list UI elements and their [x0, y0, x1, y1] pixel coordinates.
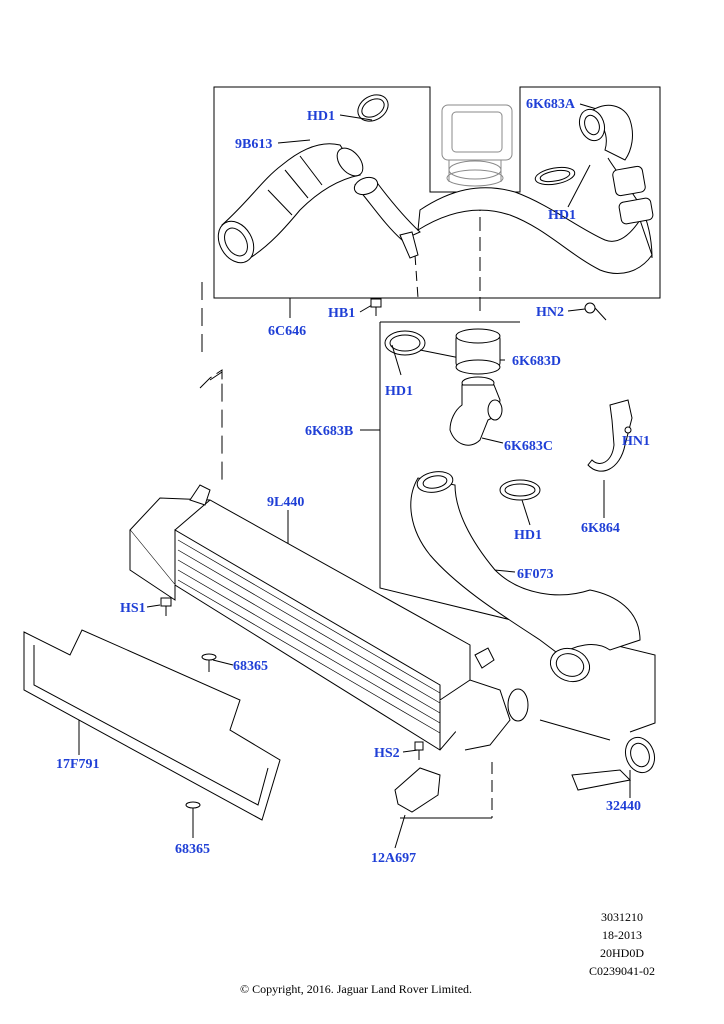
- diagram-code-4: C0239041-02: [589, 964, 655, 978]
- clip-68365-top: [201, 653, 217, 672]
- pipe-6k683a: [417, 157, 654, 274]
- clamp-hd1-lower: [499, 479, 541, 501]
- label-hs2: HS2: [374, 746, 400, 761]
- assembly-dashed-line-left: [201, 282, 223, 480]
- diagram-code-3: 20HD0D: [600, 946, 644, 960]
- bolt-hb1: [370, 298, 382, 316]
- elbow-6k683a: [578, 104, 633, 161]
- connector-pipe: [353, 176, 421, 259]
- label-9b613: 9B613: [235, 137, 272, 152]
- label-6k683a: 6K683A: [526, 97, 576, 112]
- label-hs1: HS1: [120, 601, 146, 616]
- label-68365-top: 68365: [233, 659, 268, 674]
- pipe-32440: [539, 719, 656, 791]
- label-hn2: HN2: [536, 305, 564, 320]
- label-hd1-lower: HD1: [514, 528, 542, 543]
- label-6k683b: 6K683B: [305, 424, 353, 439]
- label-6k864: 6K864: [581, 521, 620, 536]
- hose-6f073: [410, 471, 641, 683]
- label-hb1: HB1: [328, 306, 355, 321]
- clip-68365-bottom: [185, 801, 201, 818]
- elbow-6k683c: [449, 376, 503, 446]
- shield-17f791: [23, 629, 281, 821]
- copyright-notice: © Copyright, 2016. Jaguar Land Rover Lim…: [239, 982, 473, 996]
- upper-hose-group-frame: [213, 86, 661, 299]
- bolt-hs1: [160, 597, 172, 616]
- bolt-hs2: [414, 741, 424, 760]
- label-6k683c: 6K683C: [504, 439, 553, 454]
- bracket-6k864: [587, 399, 633, 472]
- label-68365-bottom: 68365: [175, 842, 210, 857]
- label-hd1-top: HD1: [307, 109, 335, 124]
- label-hn1: HN1: [622, 434, 650, 449]
- throttle-body-illustration: [441, 104, 513, 187]
- intercooler-9l440: [129, 484, 529, 751]
- label-6k683d: 6K683D: [512, 354, 561, 369]
- adapter-6k683d: [455, 328, 501, 375]
- label-6c646: 6C646: [268, 324, 306, 339]
- clamp-hd1-top: [357, 94, 389, 122]
- hose-9b613: [217, 143, 364, 264]
- label-9l440: 9L440: [267, 495, 304, 510]
- label-hd1-right: HD1: [548, 208, 576, 223]
- lower-hose-group-frame: [379, 322, 656, 733]
- label-12a697: 12A697: [371, 851, 416, 866]
- clamp-hd1-right: [534, 166, 576, 186]
- diagram-code-2: 18-2013: [602, 928, 642, 942]
- label-hd1-mid: HD1: [385, 384, 413, 399]
- bracket-12a697: [394, 767, 441, 813]
- label-32440: 32440: [606, 799, 641, 814]
- nut-hn2: [584, 302, 607, 321]
- diagram-code-1: 3031210: [601, 910, 643, 924]
- label-6f073: 6F073: [517, 567, 554, 582]
- label-17f791: 17F791: [56, 757, 100, 772]
- clamp-hd1-mid: [384, 330, 426, 356]
